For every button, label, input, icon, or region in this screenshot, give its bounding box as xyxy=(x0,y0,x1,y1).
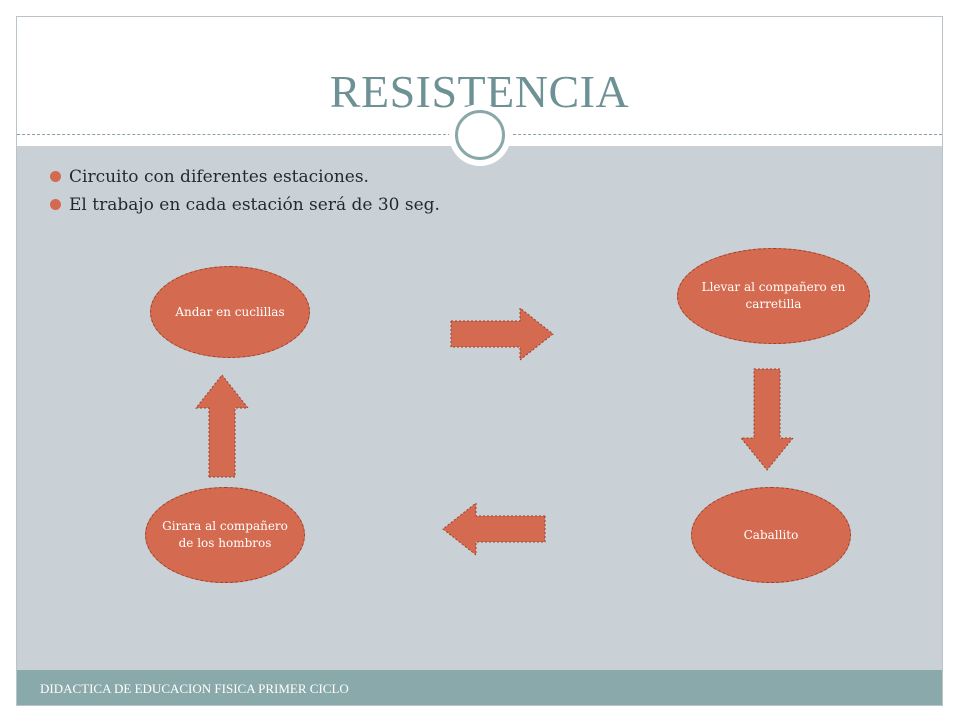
node-girara-al-companero: Girara al compañero de los hombros xyxy=(145,487,305,583)
bullet-text: Circuito con diferentes estaciones. xyxy=(69,167,369,187)
node-llevar-al-companero: Llevar al compañero en carretilla xyxy=(677,248,870,344)
bullet-item: Circuito con diferentes estaciones. xyxy=(50,163,440,191)
arrow-down-icon xyxy=(740,368,794,471)
footer-text: DIDACTICA DE EDUCACION FISICA PRIMER CIC… xyxy=(40,681,349,696)
node-label: Llevar al compañero en carretilla xyxy=(701,280,846,311)
footer-bar xyxy=(17,670,942,705)
bullet-list: Circuito con diferentes estaciones. El t… xyxy=(50,163,440,219)
node-label: Girara al compañero de los hombros xyxy=(162,519,288,550)
arrow-up-icon xyxy=(195,374,249,478)
content-area xyxy=(17,146,942,670)
ring-icon xyxy=(455,110,505,160)
bullet-item: El trabajo en cada estación será de 30 s… xyxy=(50,191,440,219)
arrow-right-icon xyxy=(450,307,554,361)
arrow-left-icon xyxy=(442,502,546,556)
node-label: Caballito xyxy=(743,527,799,542)
bullet-text: El trabajo en cada estación será de 30 s… xyxy=(69,195,440,215)
bullet-dot-icon xyxy=(50,199,61,210)
node-label: Andar en cuclillas xyxy=(175,304,285,319)
node-caballito: Caballito xyxy=(691,487,851,583)
node-andar-en-cuclillas: Andar en cuclillas xyxy=(150,266,310,358)
bullet-dot-icon xyxy=(50,171,61,182)
